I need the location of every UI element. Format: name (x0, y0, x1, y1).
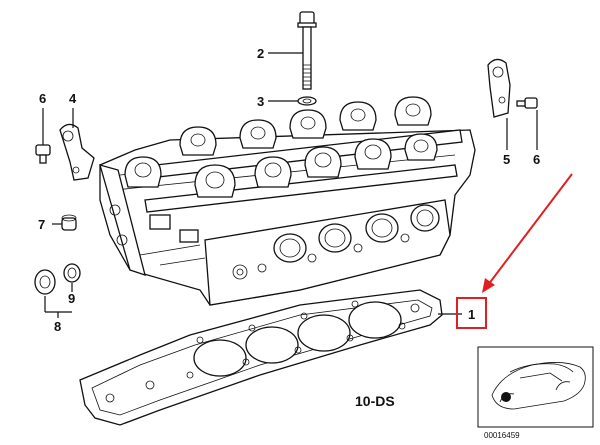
vehicle-inset: 00016459 (477, 346, 594, 440)
callout-6-left: 6 (39, 91, 46, 106)
diagram-code: 10-DS (355, 393, 395, 409)
callout-4: 4 (69, 91, 77, 106)
callout-1-highlight: 1 (456, 297, 487, 329)
inset-number: 00016459 (484, 431, 520, 440)
callout-9: 9 (68, 291, 75, 306)
bracket-bolt-left (35, 144, 51, 164)
callout-6-right: 6 (533, 152, 540, 167)
cylinder-head (99, 96, 476, 306)
callout-1: 1 (468, 307, 475, 322)
washer (297, 96, 317, 106)
lifting-bracket-left (59, 123, 95, 181)
callout-8: 8 (54, 319, 61, 334)
head-gasket (79, 289, 443, 426)
red-arrow (482, 173, 573, 293)
callout-5: 5 (503, 152, 510, 167)
callout-3: 3 (257, 94, 264, 109)
car-icon (491, 362, 586, 410)
cam-caps-front (124, 133, 438, 198)
leader-lines (42, 52, 538, 318)
callout-7: 7 (38, 217, 45, 232)
cam-caps-rear (179, 96, 432, 156)
sealing-ring (63, 263, 81, 283)
shaft-seal (34, 269, 56, 295)
dowel-sleeve (61, 214, 77, 231)
callout-2: 2 (257, 46, 264, 61)
head-bolt (297, 11, 317, 90)
lifting-bracket-right (487, 58, 511, 118)
bracket-bolt-right (516, 97, 538, 109)
